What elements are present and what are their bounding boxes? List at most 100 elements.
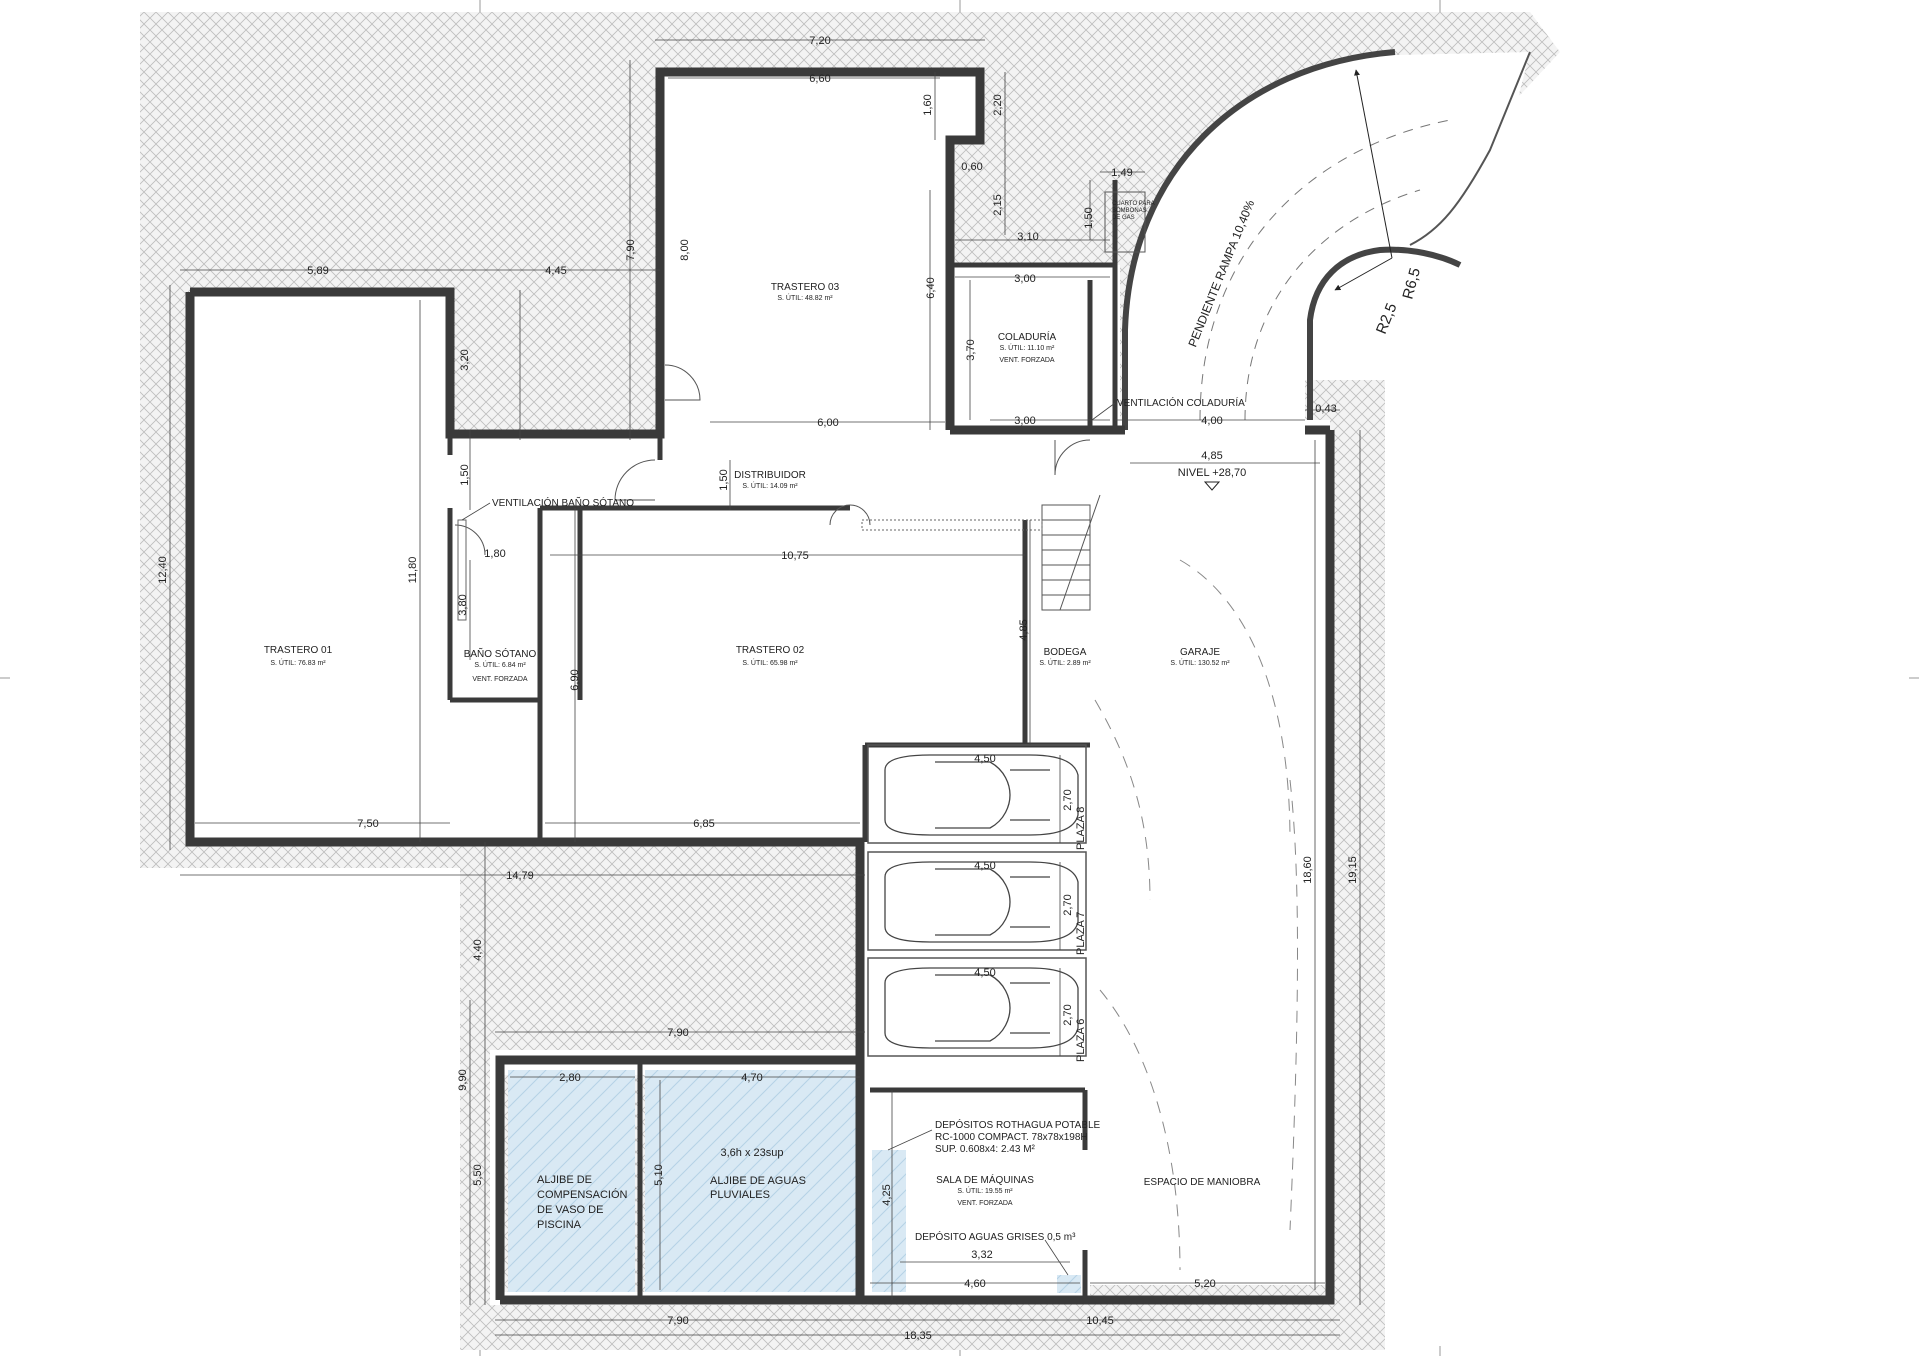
dim-text: 14,79 (506, 870, 534, 882)
car-plaza-7 (884, 861, 1079, 943)
dim-text: 10,75 (781, 550, 809, 562)
dim-text: 4,25 (881, 1184, 893, 1205)
dim-text: 12,40 (157, 556, 169, 584)
dim-text: 2,70 (1062, 894, 1074, 915)
dim-text: 4,50 (974, 860, 995, 872)
dim-text: 2,15 (992, 194, 1004, 215)
car-plaza-8 (884, 754, 1079, 836)
room-area: S. ÚTIL: 130.52 m² (1170, 658, 1230, 667)
manoeuvre-arcs (1094, 559, 1298, 1271)
room-name: TRASTERO 02 (736, 645, 805, 656)
dim-text: 18,60 (1302, 856, 1314, 884)
dim-text: 5,10 (653, 1164, 665, 1185)
room-name: GARAJE (1180, 647, 1220, 658)
room-vent: VENT. FORZADA (999, 357, 1055, 364)
room-name: SALA DE MÁQUINAS (936, 1173, 1034, 1186)
leader-line (461, 502, 491, 521)
gas-room-label: CUARTO PARA (1112, 201, 1155, 207)
room-name: DISTRIBUIDOR (734, 470, 806, 481)
dim-text: 4,85 (1201, 450, 1222, 462)
room-area: S. ÚTIL: 11.10 m² (1000, 343, 1055, 352)
dim-text: 4,60 (964, 1278, 985, 1290)
room-name: COLADURÍA (998, 330, 1057, 343)
dim-text: 0,60 (961, 161, 982, 173)
dim-text: 4,00 (1201, 415, 1222, 427)
dim-text: 7,90 (667, 1315, 688, 1327)
level-marker (1203, 481, 1221, 491)
dim-text: 5,89 (307, 265, 328, 277)
dim-text: 7,90 (667, 1027, 688, 1039)
dim-text: 1,50 (718, 469, 730, 490)
level-label: NIVEL +28,70 (1178, 467, 1246, 479)
tank-note: 3,6h x 23sup (721, 1147, 784, 1159)
dim-text: 11,80 (407, 557, 419, 584)
room-area: S. ÚTIL: 65.98 m² (742, 658, 798, 667)
dim-text: 4,50 (974, 967, 995, 979)
dim-text: 1,80 (484, 548, 505, 560)
dim-text: 7,50 (357, 818, 378, 830)
dim-text: 4,70 (741, 1072, 762, 1084)
room-labels: TRASTERO 01 S. ÚTIL: 76.83 m² TRASTERO 0… (264, 282, 1261, 1231)
plaza-label: PLAZA 6 (1075, 1019, 1087, 1062)
radiator (861, 519, 1043, 531)
tank-grises (1057, 1275, 1081, 1293)
room-name: ESPACIO DE MANIOBRA (1144, 1177, 1261, 1188)
room-name: TRASTERO 01 (264, 645, 333, 656)
doors (454, 364, 1091, 556)
dim-text: 2,20 (992, 94, 1004, 115)
gas-room-label: BOMBONAS (1112, 208, 1147, 214)
vent-coladuria-label: VENTILACIÓN COLADURÍA (1117, 396, 1245, 409)
dimension-lines (169, 39, 1361, 1336)
tank-label-line: ALJIBE DE (537, 1174, 592, 1186)
room-name: TRASTERO 03 (771, 282, 840, 293)
room-name: BAÑO SÓTANO (464, 647, 537, 660)
depositos-label: SUP. 0.608x4: 2.43 M² (935, 1144, 1036, 1155)
dim-text: 3,20 (459, 349, 471, 370)
parking-bays (867, 744, 1087, 1057)
dim-text: 8,00 (679, 239, 691, 260)
dim-text: 6,90 (569, 669, 581, 690)
plaza-label: PLAZA 8 (1075, 807, 1087, 850)
tank-potable (872, 1150, 906, 1292)
dim-text: 6,85 (693, 818, 714, 830)
dim-text: 6,40 (925, 277, 937, 298)
dim-text: 2,80 (559, 1072, 580, 1084)
room-name: BODEGA (1044, 647, 1087, 658)
dim-text: 7,20 (809, 35, 830, 47)
room-area: S. ÚTIL: 6.84 m² (474, 660, 526, 669)
dim-text: 2,70 (1062, 789, 1074, 810)
plaza-label: PLAZA 7 (1075, 912, 1087, 955)
dim-text: 18,35 (904, 1330, 932, 1342)
dim-text: 4,40 (472, 939, 484, 960)
gas-room (1104, 191, 1146, 253)
tank-label-line: COMPENSACIÓN (537, 1188, 628, 1201)
tank-label-line: DE VASO DE (537, 1204, 603, 1216)
dim-text: 9,90 (457, 1069, 469, 1090)
tank-compensacion (508, 1070, 635, 1292)
room-area: S. ÚTIL: 19.55 m² (957, 1186, 1013, 1195)
dim-text: 3,70 (965, 339, 977, 360)
room-area: S. ÚTIL: 14.09 m² (742, 481, 798, 490)
tank-label-line: ALJIBE DE AGUAS (710, 1175, 806, 1187)
tank-label-line: PLUVIALES (710, 1189, 770, 1201)
dim-text: 4,50 (974, 753, 995, 765)
dim-text: 5,50 (472, 1164, 484, 1185)
leader-line (1044, 1239, 1069, 1276)
dim-text: 3,10 (1017, 231, 1038, 243)
dim-text: 1,60 (922, 94, 934, 115)
tank-pluviales (645, 1070, 860, 1292)
room-vent: VENT. FORZADA (957, 1200, 1013, 1207)
room-area: S. ÚTIL: 48.82 m² (777, 293, 833, 302)
dim-text: 5,20 (1194, 1278, 1215, 1290)
dim-text: 1,49 (1111, 167, 1132, 179)
dim-text: 1,50 (459, 464, 471, 485)
tank-label-line: PISCINA (537, 1219, 582, 1231)
dim-text: 10,45 (1086, 1315, 1114, 1327)
grises-label: DEPÓSITO AGUAS GRISES 0,5 m³ (915, 1230, 1076, 1243)
dim-text: 3,00 (1014, 415, 1035, 427)
leader-line (1091, 402, 1116, 421)
depositos-label: RC-1000 COMPACT. 78x78x198H (935, 1132, 1088, 1143)
dim-text: 6,60 (809, 73, 830, 85)
vent-bano-label: VENTILACIÓN BAÑO SÓTANO (492, 496, 634, 509)
